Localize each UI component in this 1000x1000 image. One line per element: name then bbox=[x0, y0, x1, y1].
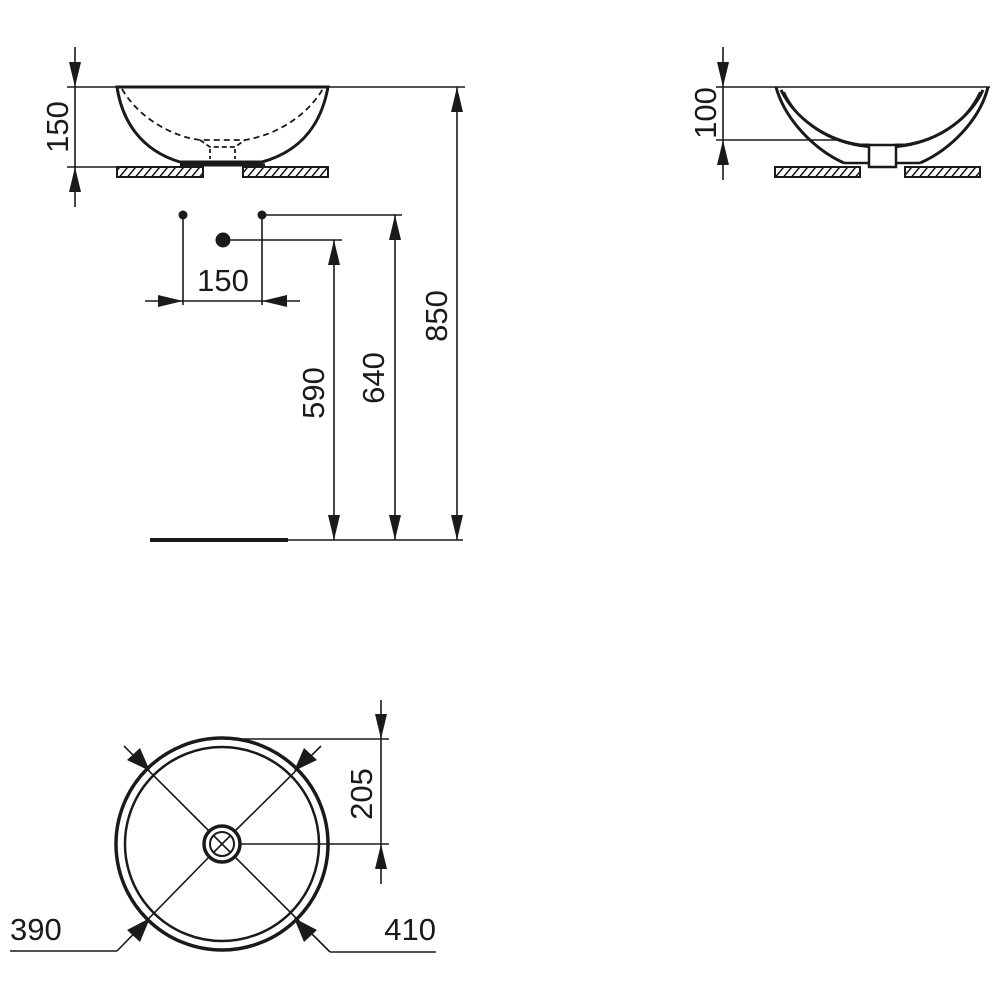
countertop-left bbox=[116, 166, 204, 178]
inner-diameter-label: 390 bbox=[10, 912, 62, 947]
drain-inner-circle bbox=[209, 831, 235, 857]
arrow-up-icon bbox=[69, 167, 81, 192]
arrow-right-icon bbox=[158, 295, 183, 307]
arrow-down-icon bbox=[69, 62, 81, 87]
inner-depth-label: 100 bbox=[688, 87, 723, 139]
side-view bbox=[67, 47, 465, 542]
section-shell-outer-right bbox=[919, 86, 990, 165]
section-view bbox=[716, 47, 990, 180]
tap-height-label: 640 bbox=[356, 352, 391, 404]
basin-outline bbox=[115, 85, 330, 164]
section-countertop-left bbox=[774, 166, 861, 178]
section-shell-outer-left bbox=[774, 86, 845, 165]
basin-inner-dashed bbox=[121, 88, 324, 141]
rim-height-label: 850 bbox=[419, 290, 454, 342]
outer-diameter-label: 410 bbox=[384, 912, 436, 947]
countertop-right bbox=[242, 166, 329, 178]
section-drain bbox=[867, 143, 898, 169]
drain-height-label: 590 bbox=[296, 367, 331, 419]
basin-height-label: 150 bbox=[40, 101, 75, 153]
section-countertop-right bbox=[904, 166, 981, 178]
drain-dashed bbox=[199, 139, 246, 148]
tap-spacing-label: 150 bbox=[197, 263, 249, 298]
arrow-left-icon bbox=[262, 295, 287, 307]
center-offset-label: 205 bbox=[344, 768, 379, 820]
plan-view bbox=[10, 700, 436, 953]
